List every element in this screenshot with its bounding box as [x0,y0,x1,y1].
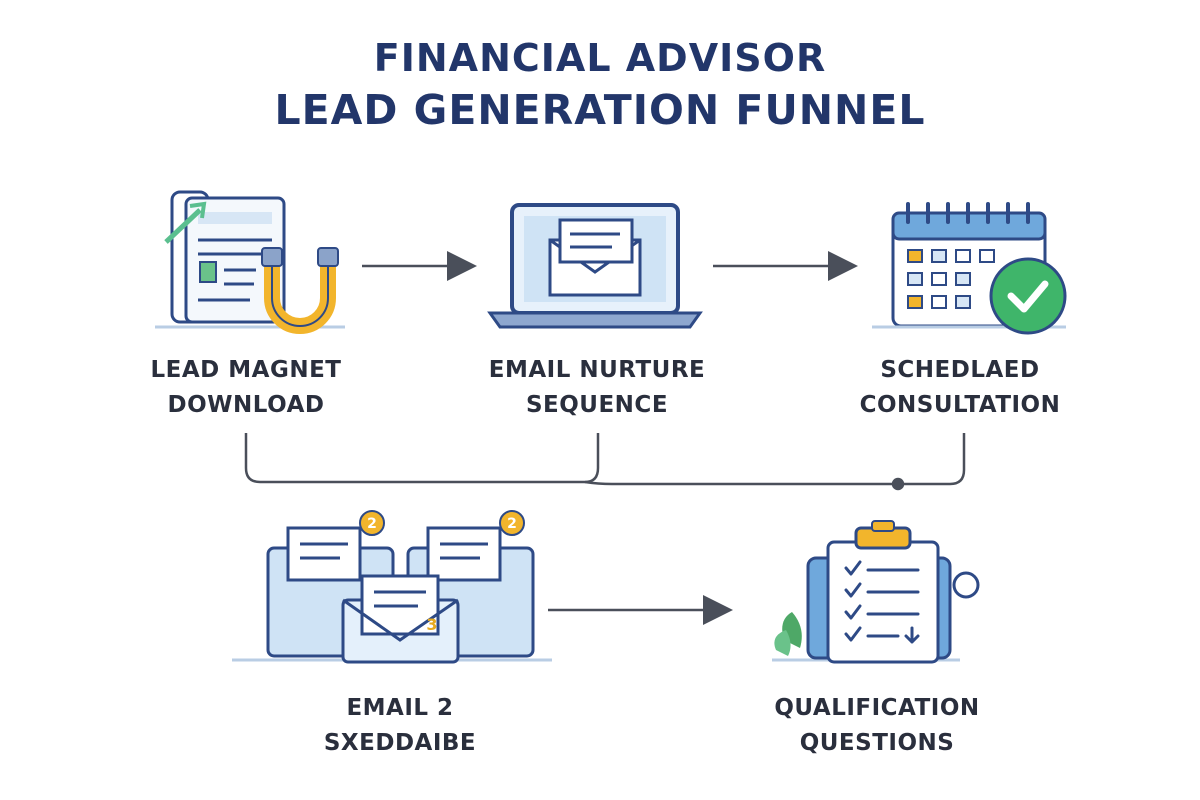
step-4-label: EMAIL 2 SXEDDAIBE [280,691,520,761]
step-1-label: LEAD MAGNET DOWNLOAD [126,353,366,423]
laptop-email-icon [487,203,703,329]
step-2-label: EMAIL NURTURE SEQUENCE [462,353,732,423]
badge-email-front: 3 [426,615,437,634]
step-2-line-2: SEQUENCE [525,392,669,418]
stacked-envelopes-icon: 2 2 3 [232,510,552,664]
badge-email-left: 2 [367,516,377,532]
title-line-1: FINANCIAL ADVISOR [373,36,827,80]
title-line-2: LEAD GENERATION FUNNEL [274,86,926,134]
step-3-line-2: CONSULTATION [859,392,1061,418]
calendar-check-icon [872,202,1067,335]
step-5-line-1: QUALIFICATION [774,695,980,721]
document-magnet-icon [155,190,345,334]
step-3-label: SCHEDLAED CONSULTATION [838,353,1082,423]
step-4-line-1: EMAIL 2 [346,695,454,721]
step-5-label: QUALIFICATION QUESTIONS [742,691,1012,761]
clipboard-checklist-icon [772,520,980,664]
badge-email-right: 2 [507,516,517,532]
step-4-line-2: SXEDDAIBE [323,730,477,756]
connector-lines [244,433,966,491]
step-2-line-1: EMAIL NURTURE [488,357,706,383]
step-3-line-1: SCHEDLAED [880,357,1040,383]
step-1-line-2: DOWNLOAD [167,392,325,418]
step-1-line-1: LEAD MAGNET [150,357,342,383]
step-5-line-2: QUESTIONS [799,730,955,756]
